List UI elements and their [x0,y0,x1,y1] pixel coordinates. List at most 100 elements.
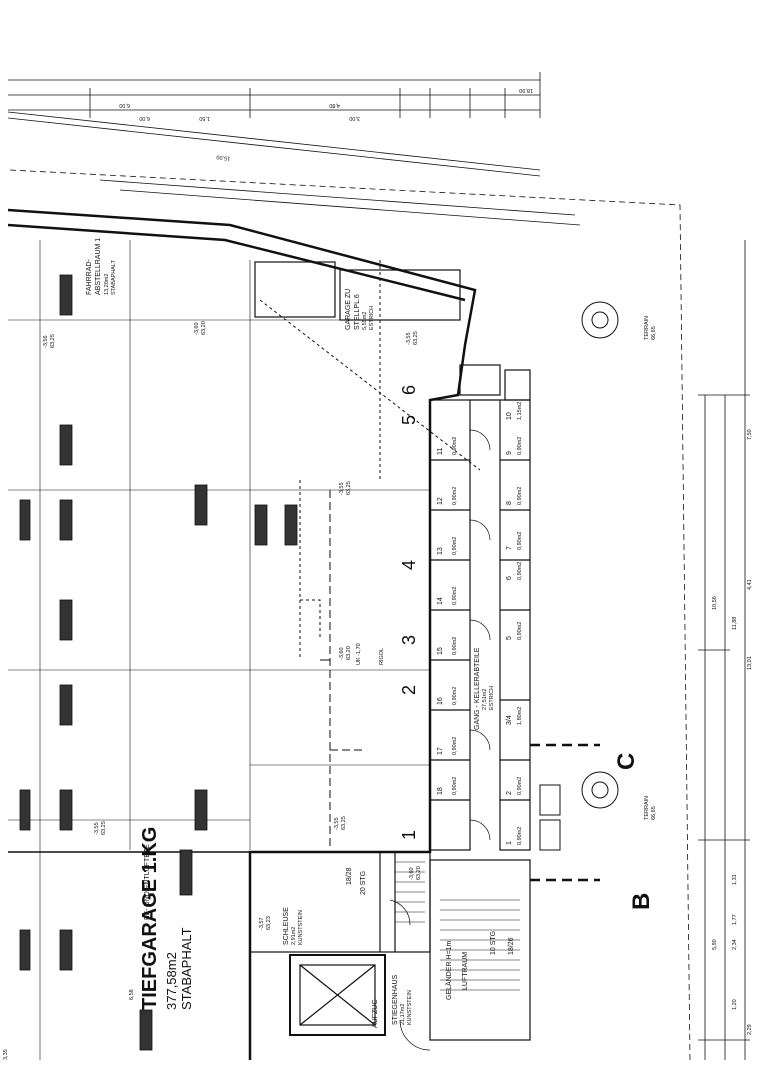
parking-number-1: 1 [399,829,419,840]
cellar-area: 0,90m2 [452,686,458,705]
schleuse-floor: KUNSTSTEIN [298,910,304,945]
aufzug-label: AUFZUG [372,999,379,1028]
dim-label: 4,41 [747,579,753,590]
level-marker: 63,25 [413,331,419,345]
cellar-area: 1,80m2 [517,706,523,725]
garage-area: 377,58m2 [164,952,179,1010]
cellar-num: 18 [437,787,444,795]
terrain-value: 66,65 [651,326,657,340]
cellar-area: 0,90m2 [517,436,523,455]
cellar-num: 13 [437,547,444,555]
garage-title: TIEFGARAGE 1.KG [139,826,161,1010]
parking-number-5: 5 [399,414,419,425]
gang-floor: ESTRICH [489,685,495,710]
level-marker: 63,25 [50,334,56,348]
stiegenhaus-floor: KUNSTSTEIN [407,990,413,1025]
stellplatz-label: STELLPL.6 [354,294,361,330]
stair-treads [395,861,520,991]
cellar-compartments [429,399,531,851]
left-edge-dim: 3,35 [3,1049,9,1060]
level-marker: -3,57 [259,917,265,930]
gang-area: 27,51m2 [482,688,488,710]
gelaender-label: GELÄNDER H=1m [446,940,453,1000]
cellar-num: 16 [437,697,444,705]
level-marker: 63,25 [101,821,107,835]
cellar-area: 0,90m2 [517,531,523,550]
stair-dim: 6,58 [129,989,135,1000]
cellar-area: 0,90m2 [452,736,458,755]
rigol-label: RIGOL [379,647,385,665]
dim-label: 4,80 [329,102,340,108]
terrain-label: TERRAIN [644,315,650,340]
cellar-num: 12 [437,497,444,505]
parking-number-4: 4 [399,559,419,570]
parking-number-2: 2 [399,684,419,695]
dim-label: 3,00 [349,115,360,121]
cellar-num: 1 [506,841,513,845]
cellar-num: 3/4 [506,715,513,725]
schleuse-label: SCHLEUSE [283,907,290,945]
abstellraum-label: ABSTELLRAUM 1 [95,237,102,295]
top-dimension-lines [7,72,581,226]
uk-label: UK -1,70 [356,643,362,665]
cellar-num: 8 [506,501,513,505]
stairs-20-label: 20 STG [360,870,367,895]
dim-label: 1,31 [732,874,738,885]
luftraum-label: LUFTRAUM [462,951,469,990]
dim-label: 13,01 [747,656,753,670]
stellplatz-floor: ESTRICH [369,305,375,330]
stairs-10-ratio: 18/26 [508,937,515,955]
parking-number-3: 3 [399,634,419,645]
door-swings [389,429,491,1051]
level-marker: 63,23 [266,916,272,930]
terrain-label: TERRAIN [644,795,650,820]
level-marker: 63,25 [346,481,352,495]
pillars [19,274,298,1051]
cellar-num: 6 [506,576,513,580]
column-lines [8,240,430,1060]
stairs-20-ratio: 18/28 [346,867,353,885]
cellar-area: 0,90m2 [517,776,523,795]
schleuse-area: 2,91m2 [291,926,297,945]
garage-zu-label: GARAGE ZU [345,288,352,330]
gang-label: GANG - KELLERABTEILE [474,647,481,730]
section-marker-c: C [613,752,640,770]
level-marker: -3,56 [43,335,49,348]
cellar-num: 15 [437,647,444,655]
level-marker: -3,60 [194,322,200,335]
terrain-value: 66,65 [651,806,657,820]
level-marker: 63,20 [416,866,422,880]
utility-rooms [254,261,531,401]
level-marker: 63,20 [346,646,352,660]
abstellraum-area: 13,20m2 [104,273,110,295]
section-marker-b: B [628,892,655,910]
cellar-area: 0,90m2 [517,621,523,640]
cellar-num: 10 [506,412,513,420]
cellar-num: 2 [506,791,513,795]
cellar-num: 5 [506,636,513,640]
cellar-area: 0,90m2 [452,436,458,455]
cellar-area: 1,15m2 [517,401,523,420]
cellar-num: 17 [437,747,444,755]
cellar-num: 7 [506,546,513,550]
level-marker: -3,55 [334,817,340,830]
abstellraum-floor: STABAPHALT [111,260,117,295]
dim-label: 11,88 [732,616,738,630]
cellar-area: 0,90m2 [452,536,458,555]
stellplatz-area: 5,55m2 [362,311,368,330]
dim-label: 2,34 [732,939,738,950]
level-marker: 63,25 [341,816,347,830]
cellar-area: 0,90m2 [517,486,523,505]
cellar-area: 0,90m2 [452,636,458,655]
level-marker: -3,55 [339,482,345,495]
property-boundary [9,169,691,1061]
dim-label: 1,77 [732,914,738,925]
garage-floor: STABAPHALT [179,927,194,1010]
stairs-10-label: 10 STG [490,930,497,955]
cellar-area: 0,90m2 [452,586,458,605]
stiegenhaus-label: STIEGENHAUS [392,974,399,1025]
cellar-num: 9 [506,451,513,455]
dim-label: 7,50 [747,429,753,440]
